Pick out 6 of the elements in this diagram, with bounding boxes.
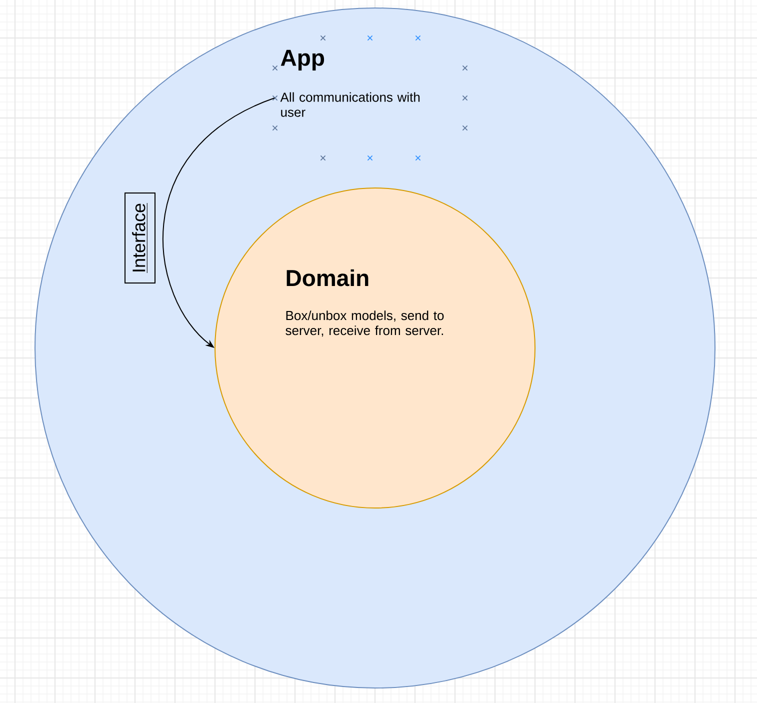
description: All communications with user xyxy=(280,92,420,117)
label-box: Interface xyxy=(124,192,156,284)
description: Box/unbox models, send to server, receive from server. xyxy=(286,310,444,337)
heading: App xyxy=(280,50,324,70)
heading: Domain xyxy=(286,269,368,286)
arrow xyxy=(162,98,275,348)
